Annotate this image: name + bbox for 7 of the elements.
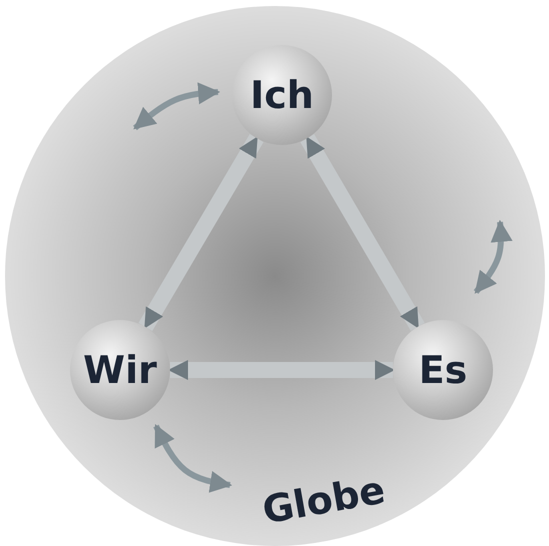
double-arrow	[168, 360, 395, 380]
double-arrow	[300, 134, 425, 331]
node-label: Es	[418, 348, 468, 392]
node-label: Wir	[83, 348, 157, 392]
double-arrow	[138, 134, 264, 331]
globe-label: Globe	[259, 468, 388, 532]
node-label: Ich	[250, 73, 314, 117]
